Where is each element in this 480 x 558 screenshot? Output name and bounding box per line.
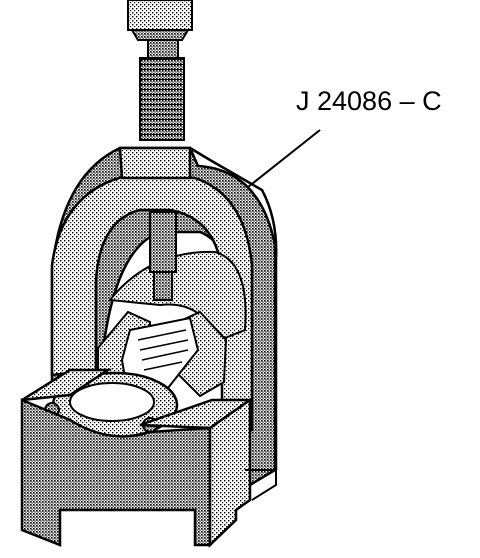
tool-callout: J 24086 – C bbox=[237, 86, 442, 196]
yoke-frame bbox=[50, 146, 278, 491]
base-block bbox=[20, 368, 277, 548]
tool-label: J 24086 – C bbox=[296, 86, 442, 116]
leader-line bbox=[237, 129, 321, 196]
piston-bore bbox=[108, 211, 247, 342]
threaded-screw bbox=[139, 39, 185, 141]
press-ram bbox=[127, 0, 193, 41]
